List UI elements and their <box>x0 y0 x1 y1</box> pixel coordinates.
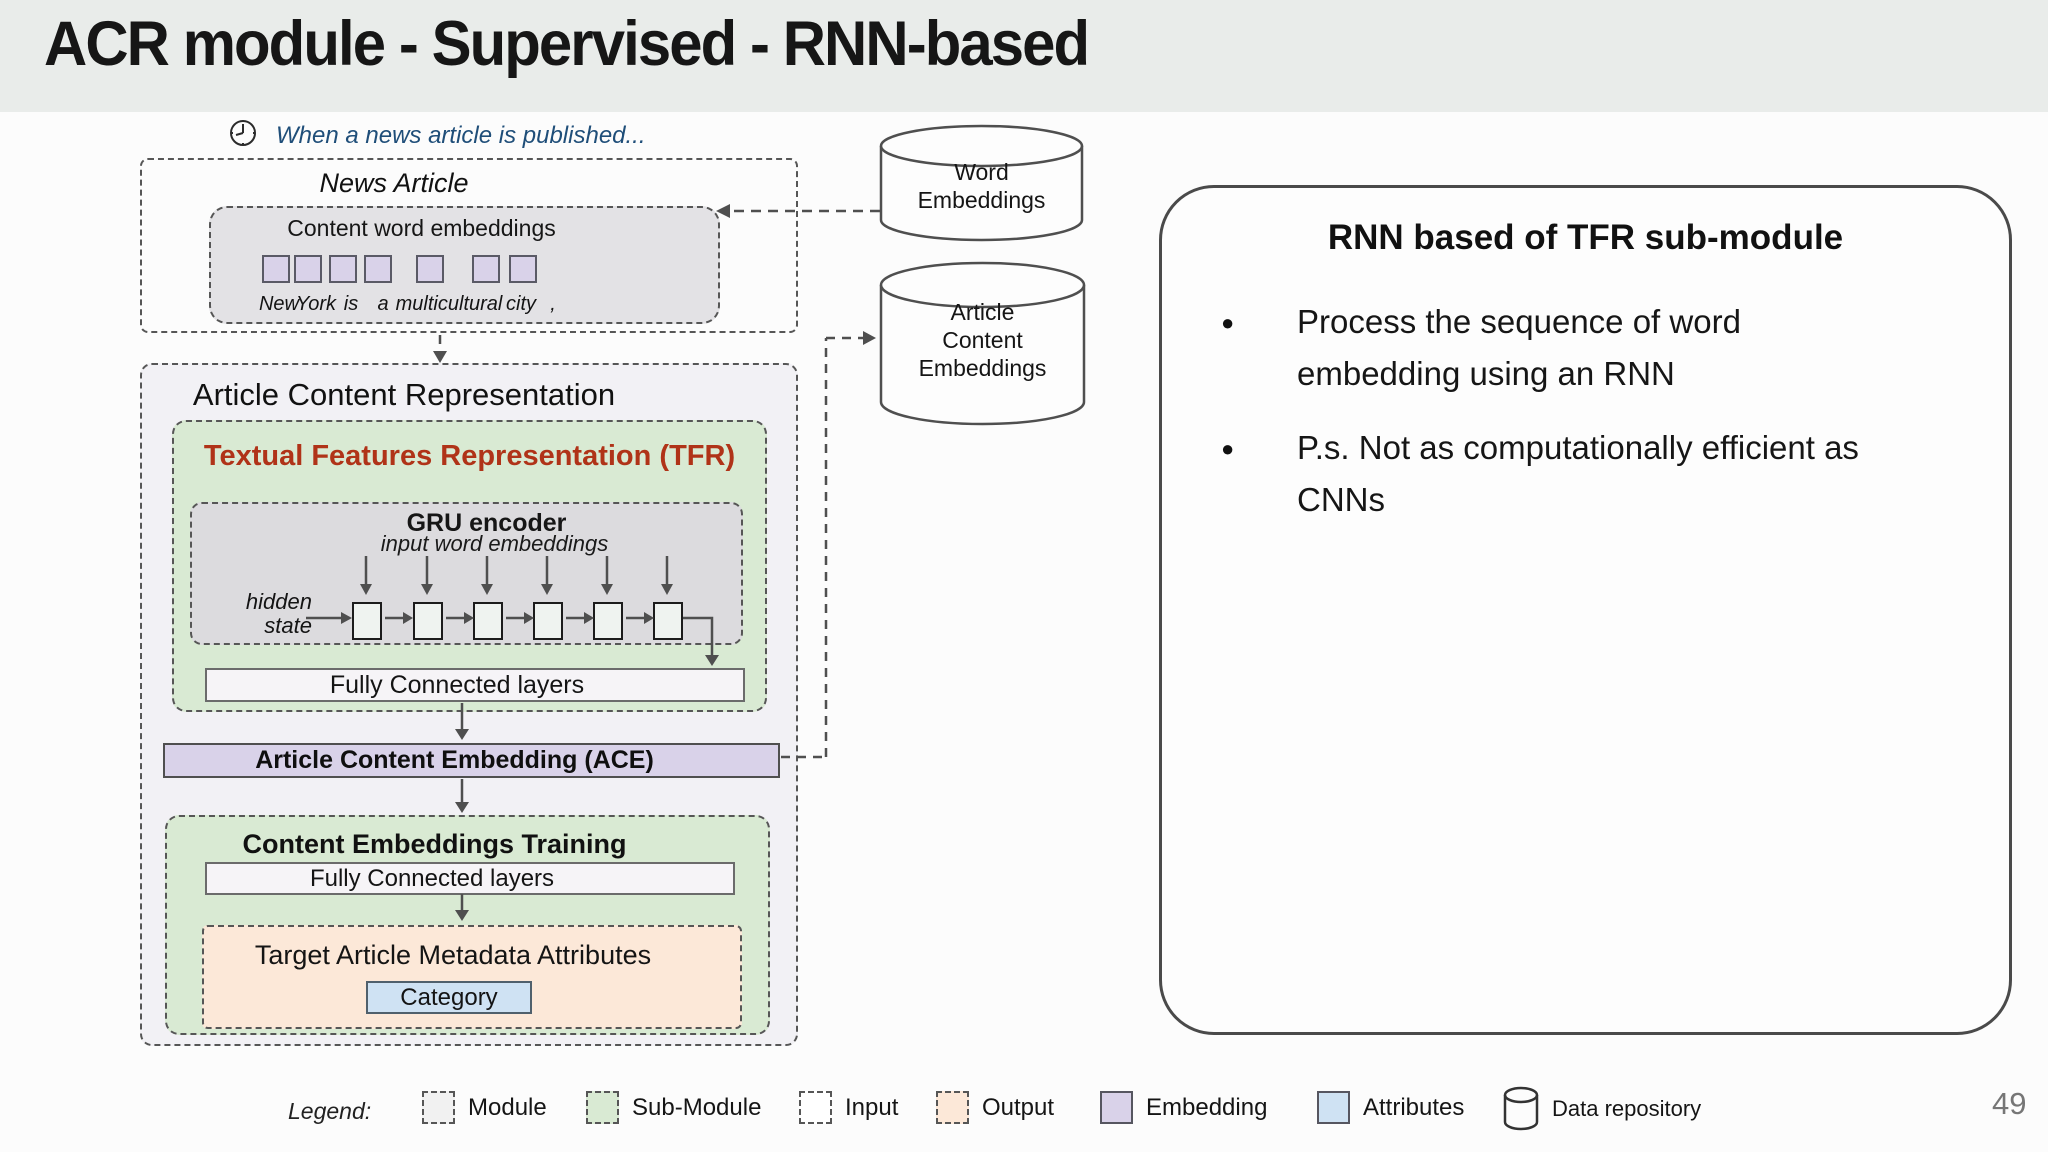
word-embedding-square <box>262 255 290 283</box>
gru-cell <box>653 602 683 640</box>
token-word: city <box>506 293 536 315</box>
article-content-embedding-box: Article Content Embedding (ACE) <box>163 743 780 778</box>
panel-bullet: Process the sequence of word embedding u… <box>1221 296 1979 400</box>
module-swatch <box>422 1091 455 1124</box>
gru-cell <box>473 602 503 640</box>
panel-bullet: P.s. Not as computationally efficient as… <box>1221 422 1979 526</box>
gru-encoder-box: GRU encoder input word embeddings hidden… <box>190 502 743 645</box>
annotation-panel: RNN based of TFR sub-module Process the … <box>1159 185 2012 1035</box>
training-fully-connected-layers: Fully Connected layers <box>205 862 735 895</box>
intro-note: When a news article is published... <box>276 122 646 149</box>
arrowhead-right <box>863 331 876 345</box>
gru-cell <box>593 602 623 640</box>
word-embedding-square <box>509 255 537 283</box>
gru-cell <box>413 602 443 640</box>
input-swatch <box>799 1091 832 1124</box>
tfr-fully-connected-layers: Fully Connected layers <box>205 668 745 702</box>
title-bar: ACR module - Supervised - RNN-based <box>0 0 2048 112</box>
page-number: 49 <box>1992 1086 2027 1121</box>
legend-item-module: Module <box>422 1091 547 1124</box>
module-title: Article Content Representation <box>192 377 616 412</box>
news-article-title: News Article <box>319 168 469 198</box>
word-embedding-square <box>416 255 444 283</box>
cet-title: Content Embeddings Training <box>242 829 627 859</box>
news-article-box: News Article Content word embeddings New… <box>140 158 798 333</box>
arrowhead-down <box>433 351 447 363</box>
word-embeddings-repo-label: Word Embeddings <box>917 159 1046 213</box>
legend-item-output: Output <box>936 1091 1054 1124</box>
word-embedding-square <box>294 255 322 283</box>
target-title: Target Article Metadata Attributes <box>254 940 652 970</box>
legend-item-submodule: Sub-Module <box>586 1091 761 1124</box>
token-word: a <box>377 293 389 315</box>
output-swatch <box>936 1091 969 1124</box>
legend-label: Legend: <box>288 1098 372 1124</box>
panel-bullet-list: Process the sequence of word embedding u… <box>1221 296 1979 526</box>
data-repository-icon <box>1503 1086 1539 1131</box>
content-word-embeddings-box: Content word embeddings New York is a mu… <box>209 206 720 324</box>
tfr-title: Textual Features Representation (TFR) <box>203 440 736 472</box>
slide-title: ACR module - Supervised - RNN-based <box>44 9 1090 79</box>
submodule-swatch <box>586 1091 619 1124</box>
category-attribute: Category <box>366 981 532 1014</box>
gru-encoder-title: GRU encoder <box>406 509 567 537</box>
panel-heading: RNN based of TFR sub-module <box>1327 218 1844 257</box>
legend-item-attributes: Attributes <box>1317 1091 1464 1124</box>
word-embedding-square <box>364 255 392 283</box>
input-word-embeddings-label: input word embeddings <box>380 531 609 556</box>
gru-cell <box>352 602 382 640</box>
article-content-embeddings-repo-label: Article Content Embeddings <box>918 299 1047 381</box>
token-word: York <box>295 293 337 315</box>
word-embedding-square <box>472 255 500 283</box>
clock-icon <box>230 120 256 146</box>
token-word: is <box>343 293 359 315</box>
legend-item-embedding: Embedding <box>1100 1091 1267 1124</box>
hidden-state-label: hidden state <box>245 589 312 638</box>
token-word: , <box>550 293 556 315</box>
gru-cell <box>533 602 563 640</box>
token-word: New <box>258 293 300 315</box>
content-embeddings-training-submodule: Content Embeddings Training Fully Connec… <box>165 815 770 1035</box>
legend-item-data-repository: Data repository <box>1502 1086 1701 1132</box>
attributes-swatch <box>1317 1091 1350 1124</box>
token-word: multicultural <box>395 293 503 315</box>
word-embedding-square <box>329 255 357 283</box>
legend-item-input: Input <box>799 1091 898 1124</box>
content-box-title: Content word embeddings <box>287 215 556 241</box>
target-metadata-attributes-box: Target Article Metadata Attributes Categ… <box>202 925 742 1029</box>
embedding-swatch <box>1100 1091 1133 1124</box>
